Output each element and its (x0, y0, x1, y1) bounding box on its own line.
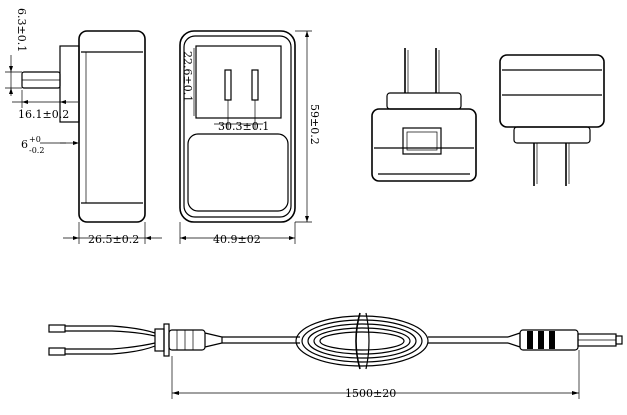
strain-relief-flange (163, 323, 170, 357)
dc-boot-taper (507, 332, 521, 348)
wire-end-bottom (48, 347, 66, 356)
dim-arrow-prong-offset-top (9, 66, 13, 72)
cable-coil-2 (301, 319, 423, 363)
front-pin-slot-right (251, 69, 259, 101)
strain-relief-body (168, 329, 206, 351)
wire-bottom-inner (65, 345, 156, 355)
dim-arrow-width-right (289, 236, 295, 240)
front-view: 22.6±0.1 30.3±0.1 59±0.2 40.9±02 (179, 30, 321, 246)
cable-assembly: 1500±20 (48, 312, 623, 400)
dim-prong-thickness-tol-upper: +0 (29, 135, 41, 144)
dim-prong-length: 16.1±0.2 (18, 108, 69, 121)
cable-tie-back (365, 312, 370, 370)
front-body-outline (179, 30, 296, 223)
perspective-view-pins-up (371, 48, 477, 182)
dim-arrow-cable-right (572, 391, 579, 395)
front-pin-slot-left (224, 69, 232, 101)
front-lower-recess (187, 133, 289, 212)
dim-arrow-depth-left (73, 236, 79, 240)
perspective-body-1 (371, 108, 477, 182)
dim-height: 59±0.2 (308, 104, 321, 145)
dim-arrow-prong-length-right (60, 100, 66, 104)
dc-boot-rib-1 (527, 331, 533, 349)
top-cap (386, 92, 462, 110)
dim-arrow-depth-right (145, 236, 151, 240)
dc-boot-rib-3 (549, 331, 555, 349)
cable-tie (355, 312, 361, 370)
dim-arrow-height-top (305, 31, 309, 37)
front-body-inner (183, 35, 292, 218)
front-plug-face (195, 45, 282, 119)
dim-prong-thickness-base: 6 (21, 138, 28, 151)
wire-bottom (65, 342, 156, 350)
strain-relief-collar (154, 328, 165, 352)
dim-face-height: 22.6±0.1 (181, 51, 194, 102)
wire-top (65, 325, 156, 334)
perspective-label-window (402, 127, 442, 155)
dim-pin-spacing: 30.3±0.1 (218, 120, 269, 133)
bottom-cap (513, 126, 591, 144)
perspective-view-pins-down (499, 54, 605, 186)
dim-cable-length: 1500±20 (345, 387, 396, 400)
dim-depth: 26.5±0.2 (88, 233, 139, 246)
side-view: 6.3±0.1 16.1±0.2 6 +0 -0.2 26.5±0.2 (5, 8, 162, 246)
wire-end-top (48, 324, 66, 333)
strain-relief-taper (204, 332, 223, 348)
dim-arrow-prong-length-left (22, 100, 28, 104)
dim-arrow-height-bottom (305, 216, 309, 222)
cable-coil-3 (307, 323, 417, 359)
cable-coil-inner (319, 331, 405, 351)
dim-arrow-prong-offset-bottom (9, 88, 13, 94)
dc-boot-rib-2 (538, 331, 544, 349)
dim-prong-thickness-tol-lower: -0.2 (29, 146, 44, 155)
dc-plug-tip (615, 335, 623, 345)
cable-coil-4 (313, 327, 411, 355)
cable-coil-outer (295, 315, 429, 367)
dim-arrow-prong-thickness (73, 141, 79, 145)
dim-arrow-cable-left (172, 391, 179, 395)
perspective-body-2 (499, 54, 605, 128)
dim-prong-offset: 6.3±0.1 (15, 8, 28, 52)
dim-arrow-width-left (180, 236, 186, 240)
perspective-label-window-inner (406, 131, 438, 151)
side-body-outline (78, 30, 146, 223)
dim-width: 40.9±02 (213, 233, 261, 246)
wire-top-inner (65, 330, 156, 337)
